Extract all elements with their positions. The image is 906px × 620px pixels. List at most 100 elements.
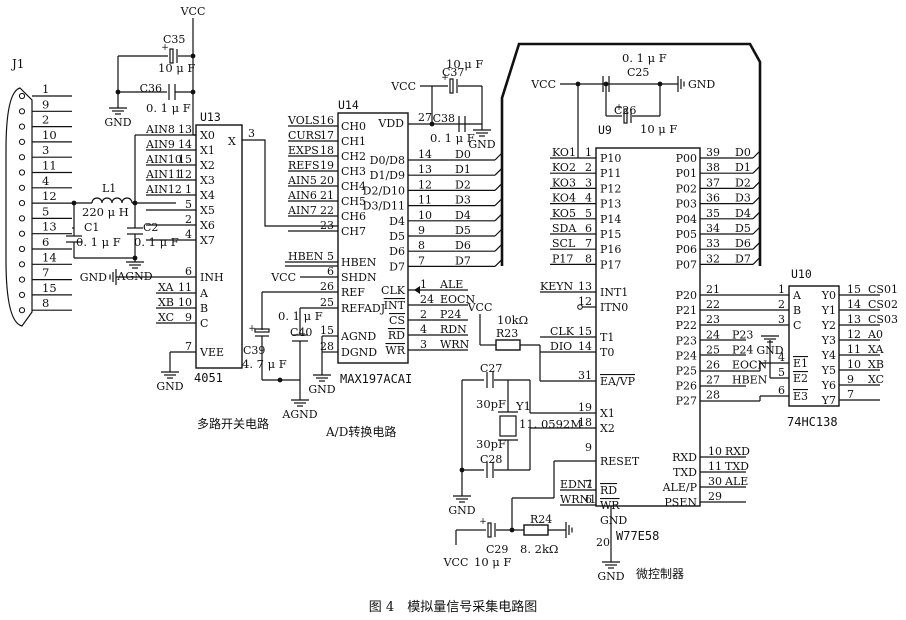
u14-data-name: D2/D10 [363,184,405,197]
c36-ref: C36 [140,82,162,95]
u9-pin-num: 13 [578,280,592,293]
c39-ref: C39 [243,344,265,357]
u9-br-net: TXD [725,460,749,473]
c38-value: 0. 1 μ F [430,131,475,145]
c27-capacitor [486,372,494,388]
u14-data-net: D5 [455,224,471,237]
u10-out-net: CS01 [868,283,898,296]
u9-p0-name: P00 [676,152,697,165]
u9-pin-num: 23 [706,313,720,326]
u9-br-name: ALE/P [662,481,698,494]
u9-p0-name: P03 [676,198,697,211]
u9-section-title: 微控制器 [636,567,684,581]
u9-pin-num: 14 [578,340,592,353]
l1-ref: L1 [102,182,116,195]
c40-value: 0. 1 μ F [278,309,323,323]
u9-rdwr-name: WR [600,499,620,512]
u9-pin-num: 30 [708,475,722,488]
u9-gnd: GND [600,514,627,527]
u10-out-name: Y0 [821,289,836,302]
c39-value: 4. 7 μ F [242,357,287,371]
u13-pin-name: X4 [200,189,215,202]
u10-pin-num: 12 [847,328,861,341]
u10-pin-num: 10 [847,358,861,371]
u14-net-label: EXPS [288,144,319,157]
junction-dot [575,81,581,87]
u14-data-name: D6 [389,245,405,258]
u9-p0-name: P04 [676,213,697,226]
u10-out-net: A0 [867,328,883,341]
u14-rctrl-name: INT [384,299,406,312]
u14-pin-num: 13 [418,163,432,176]
u9-p0-net: D3 [735,192,751,205]
u9-pin-num: 15 [578,325,592,338]
u14-ctrl-name: DGND [341,346,377,359]
u9-pin-num: 32 [706,252,720,265]
u9-net-label: SDA [552,222,577,235]
u9-w77e58-body [595,147,701,507]
u9-net-label: KO2 [552,161,576,174]
u9-part: W77E58 [616,529,659,543]
u14-data-net: D1 [455,163,471,176]
u9-p2-name: P25 [676,365,697,378]
u13-net-label: AIN8 [145,123,175,136]
u13-section-title: 多路开关电路 [197,416,269,431]
u13-x: X [228,135,236,148]
u14-rctrl-name: CS [389,314,405,327]
u9-br-net: RXD [725,445,750,458]
gnd-u9-label: GND [597,570,624,583]
u9-itn0-open [577,304,583,310]
u9-pin-num: 7 [585,478,592,491]
u9-pin-num: 8 [585,252,592,265]
u14-ctrl-name: REF [341,286,365,299]
junction-dot [459,467,465,473]
u14-net-label: REFS [288,159,319,172]
u9-net-label: P17 [552,252,573,265]
u14-pin-num: 12 [418,178,432,191]
u14-data-net: D0 [455,148,471,161]
u9-pin-num: 35 [706,207,720,220]
u9-net-label: WRN1 [560,493,596,506]
u9-p0-name: P07 [676,258,697,271]
u14-pin-num: 14 [418,148,432,161]
u9-net-label: CLK [550,325,575,338]
u13-pin-num: 6 [185,265,192,278]
u10-pin-num: 7 [847,388,854,401]
u10-out-name: Y2 [821,319,836,332]
c38-ref: C38 [433,112,455,125]
u9-pin-name: P10 [600,152,621,165]
j1-pin-label: 15 [42,281,57,295]
u14-pin-name: CH6 [341,210,366,223]
u13-pin-name: C [200,317,208,330]
u10-out-name: Y1 [821,304,836,317]
c2-ref: C2 [143,221,158,234]
c29-value: 10 μ F [474,555,511,569]
u13-pin-name: X3 [200,174,215,187]
u14-ctrl-name: HBEN [341,256,377,269]
u9-pin-num: 22 [706,298,720,311]
u14-rctrl-net: RDN [440,323,467,336]
u14-pin-name: CH2 [341,150,366,163]
u9-pin-num: 6 [585,222,592,235]
u14-pin-num: 16 [320,114,334,127]
u9-p0-net: D4 [735,207,751,220]
gnd-u13-vee [161,371,179,379]
u9-p2-name: P20 [676,289,697,302]
u14-pin-name: CH3 [341,165,366,178]
u9-net-label: KO1 [552,146,576,159]
u13-pin-name: X5 [200,204,215,217]
u13-net-label: AIN11 [145,168,182,181]
u10-in-name: C [793,319,801,332]
u13-pin-name: A [199,287,209,300]
gnd-u13-inh-label: GND [80,271,107,284]
j1-pin-label: 5 [42,204,49,218]
u14-rctrl-net: WRN [440,338,470,351]
j1-contact [18,276,26,283]
u10-pin-num: 9 [847,373,854,386]
junction-dot [132,200,138,206]
u9-net-label: KEYN [540,280,574,293]
svg-text:+: + [161,43,169,53]
u13-net-label: AIN12 [145,183,182,196]
u10-pin-num: 13 [847,313,861,326]
u13-pin-num: 4 [185,228,192,241]
